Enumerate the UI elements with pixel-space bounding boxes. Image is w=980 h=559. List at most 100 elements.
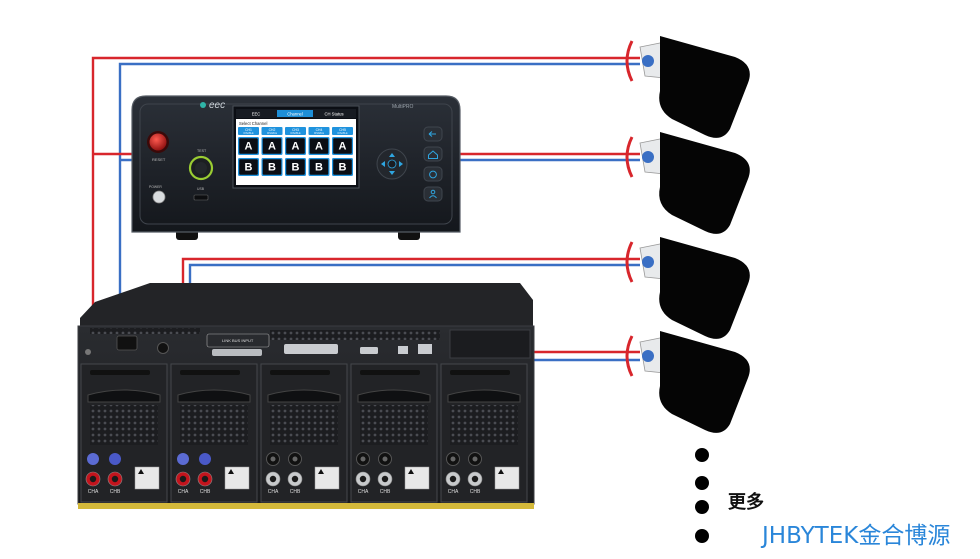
channel-letter: A (315, 141, 323, 153)
channel-name: CH4 (316, 128, 323, 132)
output-module: CHA CHB (350, 363, 438, 503)
terminal-label: CHB (470, 489, 481, 495)
channel-status: DISABLE (243, 132, 254, 135)
test-probe (625, 237, 750, 339)
standby-button[interactable] (423, 166, 443, 182)
channel-status: DISABLE (314, 132, 325, 135)
bullet-dot-1 (695, 448, 709, 462)
power-button[interactable] (152, 190, 166, 204)
nav-ok-button[interactable] (387, 159, 397, 169)
channel-header[interactable] (308, 127, 330, 135)
probe-contact (642, 350, 654, 362)
channel-name: CH3 (292, 128, 299, 132)
terminal-label: CHA (178, 489, 189, 495)
usb-port[interactable] (193, 194, 209, 201)
channel-name: CH1 (245, 128, 252, 132)
probe-contact (642, 151, 654, 163)
back-icon (428, 131, 436, 137)
warning-label (224, 466, 250, 490)
channel-name: CH2 (269, 128, 276, 132)
model-label: MultiPRO (392, 104, 414, 110)
ground-screw (85, 349, 91, 355)
probe-contact (642, 256, 654, 268)
usb-label: USB (197, 187, 205, 191)
terminal-label: CHB (290, 489, 301, 495)
warning-label (134, 466, 160, 490)
home-icon (428, 150, 438, 159)
bullet-dot-4 (695, 529, 709, 543)
probe-body (659, 331, 750, 433)
probe-body (659, 132, 750, 234)
interface-connector[interactable] (284, 344, 338, 354)
link-bus-port[interactable] (212, 349, 262, 356)
rs232-port[interactable] (360, 347, 378, 354)
nav-right-icon[interactable] (399, 161, 403, 167)
lan-port[interactable] (418, 344, 432, 354)
channel-letter: B (339, 162, 347, 174)
channel-status: DISABLE (267, 132, 278, 135)
test-probe (625, 36, 750, 138)
ac-inlet (116, 335, 138, 351)
probe-body (659, 36, 750, 138)
screen-tab[interactable] (277, 110, 313, 117)
reset-label: RESET (152, 157, 166, 162)
test-probe (625, 132, 750, 234)
channel-status: DISABLE (290, 132, 301, 135)
probe-contact (642, 55, 654, 67)
power-label: POWER (149, 185, 162, 189)
nav-down-icon[interactable] (389, 171, 395, 175)
screen-tab[interactable] (238, 110, 274, 117)
terminal-label: CHB (110, 489, 121, 495)
side-keys (423, 126, 443, 202)
bullet-dot-3 (695, 500, 709, 514)
nav-left-icon[interactable] (381, 161, 385, 167)
channel-header[interactable] (238, 127, 259, 135)
test-probe (625, 331, 750, 433)
nav-up-icon[interactable] (389, 153, 395, 157)
channel-header[interactable] (261, 127, 283, 135)
terminal-label: CHA (358, 489, 369, 495)
test-label: TEST (197, 149, 207, 153)
terminal-label: CHB (380, 489, 391, 495)
channel-header[interactable] (332, 127, 353, 135)
reset-button[interactable] (149, 133, 167, 151)
screen-tab[interactable] (316, 110, 352, 117)
brand-text: JHBYTEK金合博源 (762, 523, 951, 549)
warning-label (314, 466, 340, 490)
probe-body (659, 237, 750, 339)
screen-header: Select Channel (239, 121, 267, 126)
usb-b-port[interactable] (398, 346, 408, 354)
screen-tab-label: EEC (252, 112, 261, 117)
channel-letter: A (245, 141, 253, 153)
output-module: CHA CHB (80, 363, 168, 503)
output-module: CHA CHB (440, 363, 528, 503)
channel-letter: B (268, 162, 276, 174)
warning-icon (408, 469, 414, 474)
terminal-label: CHA (448, 489, 459, 495)
warning-label (494, 466, 520, 490)
terminal-label: CHA (88, 489, 99, 495)
wire-plug (87, 453, 99, 465)
fuse-holder (157, 342, 169, 354)
wire-plug (109, 453, 121, 465)
channel-status: DISABLE (337, 132, 348, 135)
warning-icon (318, 469, 324, 474)
brand-logo: eec (209, 100, 225, 111)
warning-icon (138, 469, 144, 474)
channel-letter: A (292, 141, 300, 153)
standby-icon (429, 170, 437, 179)
more-label: 更多 (728, 492, 764, 513)
screen-tab-label: Channel (287, 112, 303, 117)
user-icon (430, 189, 436, 195)
warning-label (404, 466, 430, 490)
channel-header[interactable] (285, 127, 306, 135)
warning-icon (498, 469, 504, 474)
screen-tab-label: CH Status (324, 112, 343, 117)
channel-letter: A (339, 141, 347, 153)
wire-plug (177, 453, 189, 465)
nav-pad (376, 148, 408, 180)
